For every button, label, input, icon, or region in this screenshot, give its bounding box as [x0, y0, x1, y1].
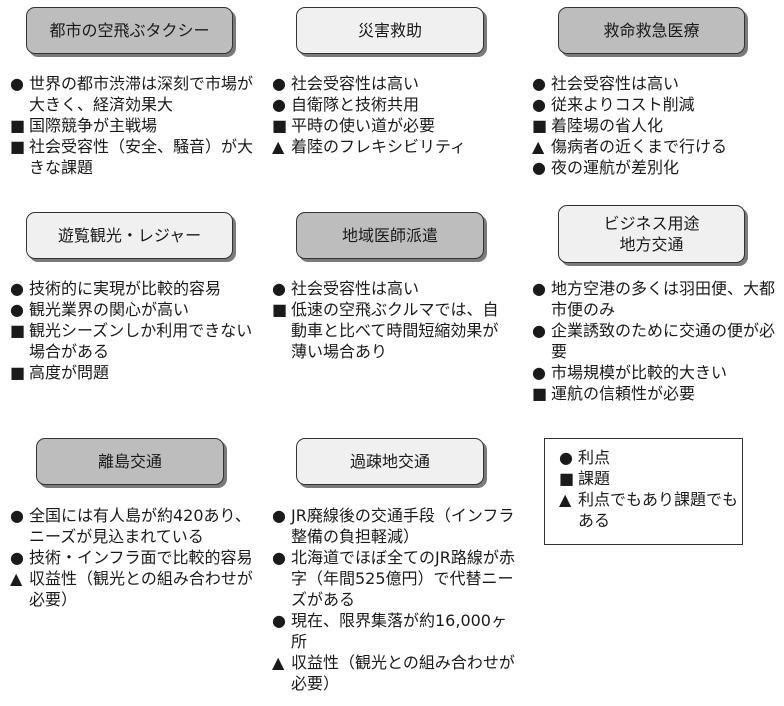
category-items-regional-doctor-dispatch: ●社会受容性は高い ■低速の空飛ぶクルマでは、自動車と比べて時間短縮効果が薄い場… — [272, 278, 512, 362]
issue-marker-icon: ■ — [559, 469, 575, 488]
list-item: ●北海道でほぼ全てのJR路線が赤字（年間525億円）で代替ニーズがある — [272, 548, 515, 609]
category-header-sightseeing-leisure: 遊覧観光・レジャー — [26, 212, 233, 259]
category-items-remote-island-transport: ●全国には有人島が約420あり、ニーズが見込まれている ●技術・インフラ面で比較… — [10, 505, 254, 610]
issue-marker-icon: ■ — [272, 116, 288, 135]
legend-box: ●利点 ■課題 ▲利点でもあり課題でもある — [544, 438, 743, 545]
list-item: ▲収益性（観光との組み合わせが必要） — [10, 569, 253, 609]
legend-item-issue: ■課題 — [559, 469, 611, 488]
advantage-marker-icon: ● — [10, 74, 24, 93]
advantage-marker-icon: ● — [272, 279, 286, 298]
list-item: ■低速の空飛ぶクルマでは、自動車と比べて時間短縮効果が薄い場合あり — [272, 300, 499, 361]
issue-marker-icon: ■ — [10, 137, 26, 156]
list-item: ●市場規模が比較的大きい — [532, 363, 728, 382]
list-item: ●社会受容性は高い — [532, 74, 680, 93]
list-item: ▲収益性（観光との組み合わせが必要） — [272, 653, 515, 693]
advantage-marker-icon: ● — [272, 74, 286, 93]
list-item: ■着陸場の省人化 — [532, 116, 664, 135]
list-item: ▲着陸のフレキシビリティ — [272, 137, 467, 156]
category-items-emergency-medical: ●社会受容性は高い ●従来よりコスト削減 ■着陸場の省人化 ▲傷病者の近くまで行… — [532, 73, 780, 178]
advantage-marker-icon: ● — [532, 363, 546, 382]
advantage-marker-icon: ● — [10, 548, 24, 567]
both-marker-icon: ▲ — [532, 137, 545, 156]
list-item: ●現在、限界集落が約16,000ヶ所 — [272, 611, 507, 651]
advantage-marker-icon: ● — [532, 321, 546, 340]
issue-marker-icon: ■ — [10, 363, 26, 382]
category-header-disaster-rescue: 災害救助 — [296, 7, 484, 54]
category-header-emergency-medical: 救命救急医療 — [558, 7, 745, 54]
list-item: ●社会受容性は高い — [272, 74, 420, 93]
advantage-marker-icon: ● — [532, 158, 546, 177]
category-subtitle: 地方交通 — [619, 235, 684, 254]
list-item: ▲傷病者の近くまで行ける — [532, 137, 728, 156]
both-marker-icon: ▲ — [10, 569, 23, 588]
category-header-remote-island-transport: 離島交通 — [36, 438, 224, 485]
category-title: 遊覧観光・レジャー — [57, 226, 202, 245]
legend-item-advantage: ●利点 — [559, 448, 611, 467]
list-item: ■社会受容性（安全、騒音）が大きな課題 — [10, 137, 254, 177]
list-item: ●観光業界の関心が高い — [10, 300, 190, 319]
advantage-marker-icon: ● — [532, 95, 546, 114]
advantage-marker-icon: ● — [272, 95, 286, 114]
advantage-marker-icon: ● — [532, 74, 546, 93]
list-item: ●地方空港の多くは羽田便、大都市便のみ — [532, 279, 776, 319]
list-item: ■運航の信頼性が必要 — [532, 384, 696, 403]
category-title: 離島交通 — [97, 452, 162, 471]
both-marker-icon: ▲ — [559, 490, 572, 509]
advantage-marker-icon: ● — [272, 548, 286, 567]
advantage-marker-icon: ● — [10, 279, 24, 298]
category-title: 災害救助 — [357, 21, 422, 40]
category-title: 都市の空飛ぶタクシー — [49, 21, 210, 40]
list-item: ●世界の都市渋滞は深刻で市場が大きく、経済効果大 — [10, 74, 254, 114]
list-item: ●JR廃線後の交通手段（インフラ整備の負担軽減） — [272, 506, 515, 546]
category-items-urban-air-taxi: ●世界の都市渋滞は深刻で市場が大きく、経済効果大 ■国際競争が主戦場 ■社会受容… — [10, 73, 254, 178]
category-title: 地域医師派遣 — [341, 226, 438, 245]
issue-marker-icon: ■ — [532, 384, 548, 403]
advantage-marker-icon: ● — [10, 300, 24, 319]
list-item: ■平時の使い道が必要 — [272, 116, 436, 135]
category-title: 過疎地交通 — [349, 452, 430, 471]
list-item: ●自衛隊と技術共用 — [272, 95, 420, 114]
category-header-urban-air-taxi: 都市の空飛ぶタクシー — [26, 7, 233, 54]
legend-item-both: ▲利点でもあり課題でもある — [559, 490, 739, 530]
issue-marker-icon: ■ — [532, 116, 548, 135]
issue-marker-icon: ■ — [272, 300, 288, 319]
both-marker-icon: ▲ — [272, 137, 285, 156]
issue-marker-icon: ■ — [10, 321, 26, 340]
list-item: ●企業誘致のために交通の便が必要 — [532, 321, 776, 361]
list-item: ●社会受容性は高い — [272, 279, 420, 298]
list-item: ●従来よりコスト削減 — [532, 95, 695, 114]
advantage-marker-icon: ● — [532, 279, 546, 298]
list-item: ■高度が問題 — [10, 363, 110, 382]
category-header-regional-doctor-dispatch: 地域医師派遣 — [296, 212, 484, 259]
list-item: ●技術・インフラ面で比較的容易 — [10, 548, 253, 567]
list-item: ●技術的に実現が比較的容易 — [10, 279, 222, 298]
list-item: ■観光シーズンしか利用できない場合がある — [10, 321, 253, 361]
category-items-depopulated-area-transport: ●JR廃線後の交通手段（インフラ整備の負担軽減） ●北海道でほぼ全てのJR路線が… — [272, 505, 520, 694]
advantage-marker-icon: ● — [272, 506, 286, 525]
advantage-marker-icon: ● — [10, 506, 24, 525]
category-header-business-regional-transport: ビジネス用途地方交通 — [558, 205, 745, 263]
both-marker-icon: ▲ — [272, 653, 285, 672]
advantage-marker-icon: ● — [272, 611, 286, 630]
category-items-sightseeing-leisure: ●技術的に実現が比較的容易 ●観光業界の関心が高い ■観光シーズンしか利用できな… — [10, 278, 254, 383]
category-header-depopulated-area-transport: 過疎地交通 — [296, 438, 484, 485]
list-item: ■国際競争が主戦場 — [10, 116, 158, 135]
list-item: ●全国には有人島が約420あり、ニーズが見込まれている — [10, 506, 251, 546]
category-items-business-regional-transport: ●地方空港の多くは羽田便、大都市便のみ ●企業誘致のために交通の便が必要 ●市場… — [532, 278, 780, 404]
category-items-disaster-rescue: ●社会受容性は高い ●自衛隊と技術共用 ■平時の使い道が必要 ▲着陸のフレキシビ… — [272, 73, 512, 157]
issue-marker-icon: ■ — [10, 116, 26, 135]
list-item: ●夜の運航が差別化 — [532, 158, 680, 177]
category-title: ビジネス用途 — [603, 214, 700, 233]
category-title: 救命救急医療 — [603, 21, 700, 40]
advantage-marker-icon: ● — [559, 448, 573, 467]
